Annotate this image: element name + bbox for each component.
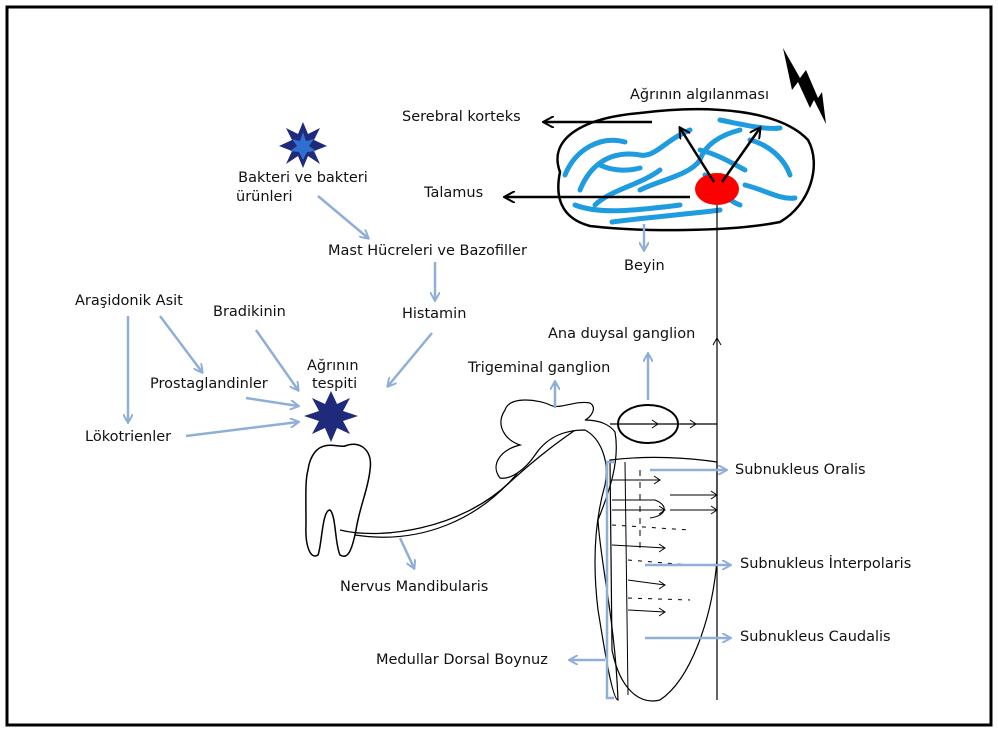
label-lokotrienler: Lökotrienler [85, 429, 171, 446]
label-ana-duysal: Ana duysal ganglion [548, 326, 695, 343]
brain-illustration [558, 109, 814, 230]
label-arasidonik: Araşidonik Asit [75, 293, 183, 310]
label-serebral-korteks: Serebral korteks [402, 109, 521, 126]
label-beyin: Beyin [624, 258, 665, 275]
label-caudalis: Subnukleus Caudalis [740, 629, 891, 646]
label-nervus: Nervus Mandibularis [340, 579, 488, 596]
label-bakteri-line2: ürünleri [236, 189, 292, 206]
label-agrinin-tespiti-1: Ağrının [307, 358, 359, 375]
label-talamus: Talamus [424, 185, 483, 202]
label-bakteri-line1: Bakteri ve bakteri [228, 170, 378, 187]
label-prostaglandinler: Prostaglandinler [150, 376, 268, 393]
label-agrinin-algilanmasi: Ağrının algılanması [630, 87, 769, 104]
label-bradikinin: Bradikinin [213, 304, 286, 321]
label-histamin: Histamin [402, 306, 466, 323]
label-interpolaris: Subnukleus İnterpolaris [740, 556, 911, 573]
thalamus-region [695, 173, 739, 205]
label-medullar: Medullar Dorsal Boynuz [376, 652, 548, 669]
label-bakteri: Bakteri ve bakteri [228, 170, 378, 187]
label-trigeminal: Trigeminal ganglion [468, 360, 610, 377]
label-oralis: Subnukleus Oralis [735, 462, 866, 479]
label-mast: Mast Hücreleri ve Bazofiller [328, 243, 527, 260]
label-agrinin-tespiti-2: tespiti [312, 376, 357, 393]
